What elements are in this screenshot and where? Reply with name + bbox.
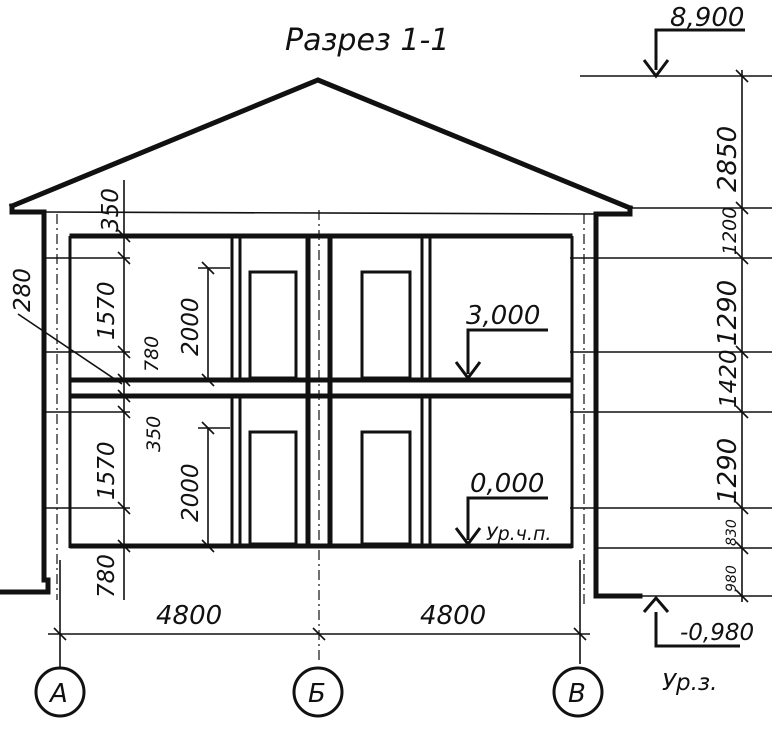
axis-circle-a: [34, 666, 86, 718]
door-dimensions: 2000 2000: [178, 261, 230, 553]
dim-sill-upper: 780: [141, 336, 163, 372]
partitions: [230, 210, 432, 660]
elevation-ground: -0,980 Ур.з.: [642, 595, 754, 696]
axis-label-v: В: [568, 679, 586, 709]
rdim-slab-zone: 1420: [716, 349, 742, 408]
span-dimensions: 4800 4800: [48, 560, 590, 664]
elevation-ground-value: -0,980: [680, 620, 754, 646]
axis-circle-b: [292, 666, 344, 718]
slabs: [69, 233, 573, 549]
roof: [8, 77, 634, 217]
elevation-floor2: 3,000: [454, 301, 548, 381]
axis-label-b: Б: [308, 679, 326, 709]
axis-label-a: А: [48, 679, 68, 709]
rdim-roof: 2850: [713, 126, 743, 192]
right-wall: [570, 211, 643, 605]
rdim-window-lower: 1290: [713, 438, 743, 504]
elevation-floor1-note: Ур.ч.п.: [486, 523, 551, 545]
elevation-floor1: 0,000 Ур.ч.п.: [454, 469, 551, 547]
section-title: Разрез 1-1: [285, 23, 449, 58]
dim-window-top: 1570: [94, 281, 120, 340]
span-right: 4800: [420, 601, 486, 631]
dim-slab: 350: [143, 416, 165, 452]
dim-window-bottom: 1570: [94, 441, 120, 500]
elevation-floor1-value: 0,000: [470, 469, 544, 499]
rdim-window-upper: 1290: [713, 280, 743, 346]
right-dimension-chain: 2850 1200 1290 1420 1290 830 980: [580, 69, 772, 603]
rdim-parapet: 1200: [719, 207, 741, 255]
rdim-sill: 830: [724, 519, 740, 546]
rdim-plinth: 980: [724, 565, 740, 592]
span-left: 4800: [156, 601, 222, 631]
dim-wall-thickness: 280: [10, 268, 36, 312]
left-dimension-chain: 350 1570 780 350 1570 780 280: [10, 180, 165, 600]
elevation-floor2-value: 3,000: [466, 301, 540, 331]
axis-markers: А Б В: [34, 664, 604, 718]
door-lower-dim: 2000: [178, 463, 204, 522]
elevation-top: 8,900: [642, 3, 745, 79]
dim-sill-lower: 780: [94, 554, 120, 598]
elevation-top-value: 8,900: [670, 3, 744, 33]
left-wall: [0, 209, 72, 600]
dim-eave: 350: [98, 188, 124, 232]
doors: [248, 270, 412, 546]
elevation-ground-note: Ур.з.: [662, 670, 717, 696]
axis-circle-v: [552, 666, 604, 718]
door-upper-dim: 2000: [178, 297, 204, 356]
